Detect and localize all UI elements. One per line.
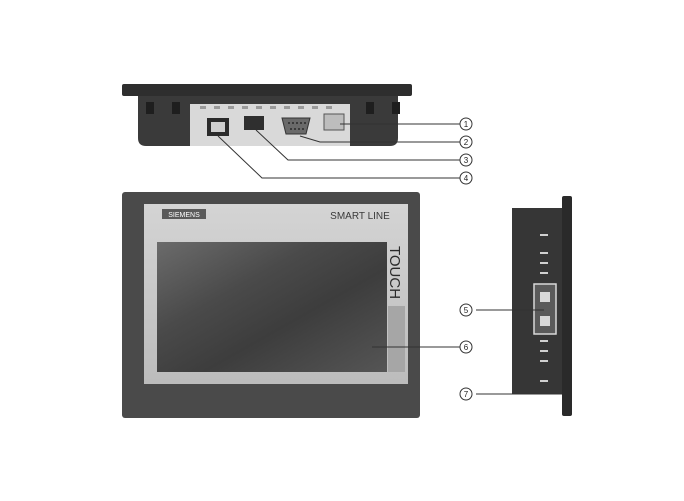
product-line-label: SMART LINE [330,211,390,222]
mounting-clip-left [146,102,154,114]
power-terminal [323,113,345,131]
bottom-view [122,84,412,146]
side-port-upper [540,292,550,302]
callout-5: 5 [459,303,473,317]
brand-badge [162,209,206,219]
front-view: SIEMENS SMART LINE TOUCH [122,192,420,418]
callout-markers: 1 2 3 4 5 6 7 [459,117,473,401]
callout-3-label: 3 [464,156,469,165]
callout-7-label: 7 [464,390,469,399]
touch-screen [157,242,387,372]
usb-port [244,116,264,130]
callout-5-label: 5 [464,306,469,315]
callout-3: 3 [459,153,473,167]
mounting-clip-right [366,102,374,114]
leader-line-4 [217,135,460,179]
side-port-frame [533,283,557,335]
serial-port [281,117,311,135]
leader-line-3 [255,129,460,161]
side-view [512,196,572,416]
mounting-clip-right-2 [392,102,400,114]
side-front-edge [562,196,572,416]
callout-1: 1 [459,117,473,131]
bezel-side-strip [388,306,405,372]
callout-2: 2 [459,135,473,149]
side-vent-slots [540,234,548,382]
leader-lines [217,123,562,395]
callout-4: 4 [459,171,473,185]
leader-line-2 [299,135,460,143]
callout-6: 6 [459,340,473,354]
callout-7: 7 [459,387,473,401]
vent-slots [200,106,332,109]
serial-port-pins [288,122,306,130]
brand-label: SIEMENS [168,212,200,219]
mounting-clip-left-2 [172,102,180,114]
ethernet-port-inner [211,122,225,132]
callout-4-label: 4 [464,174,469,183]
callout-6-label: 6 [464,343,469,352]
callout-1-label: 1 [464,120,469,129]
side-port-lower [540,316,550,326]
callout-2-label: 2 [464,138,469,147]
bottom-view-front-lip [122,84,412,96]
touch-label: TOUCH [386,246,403,299]
